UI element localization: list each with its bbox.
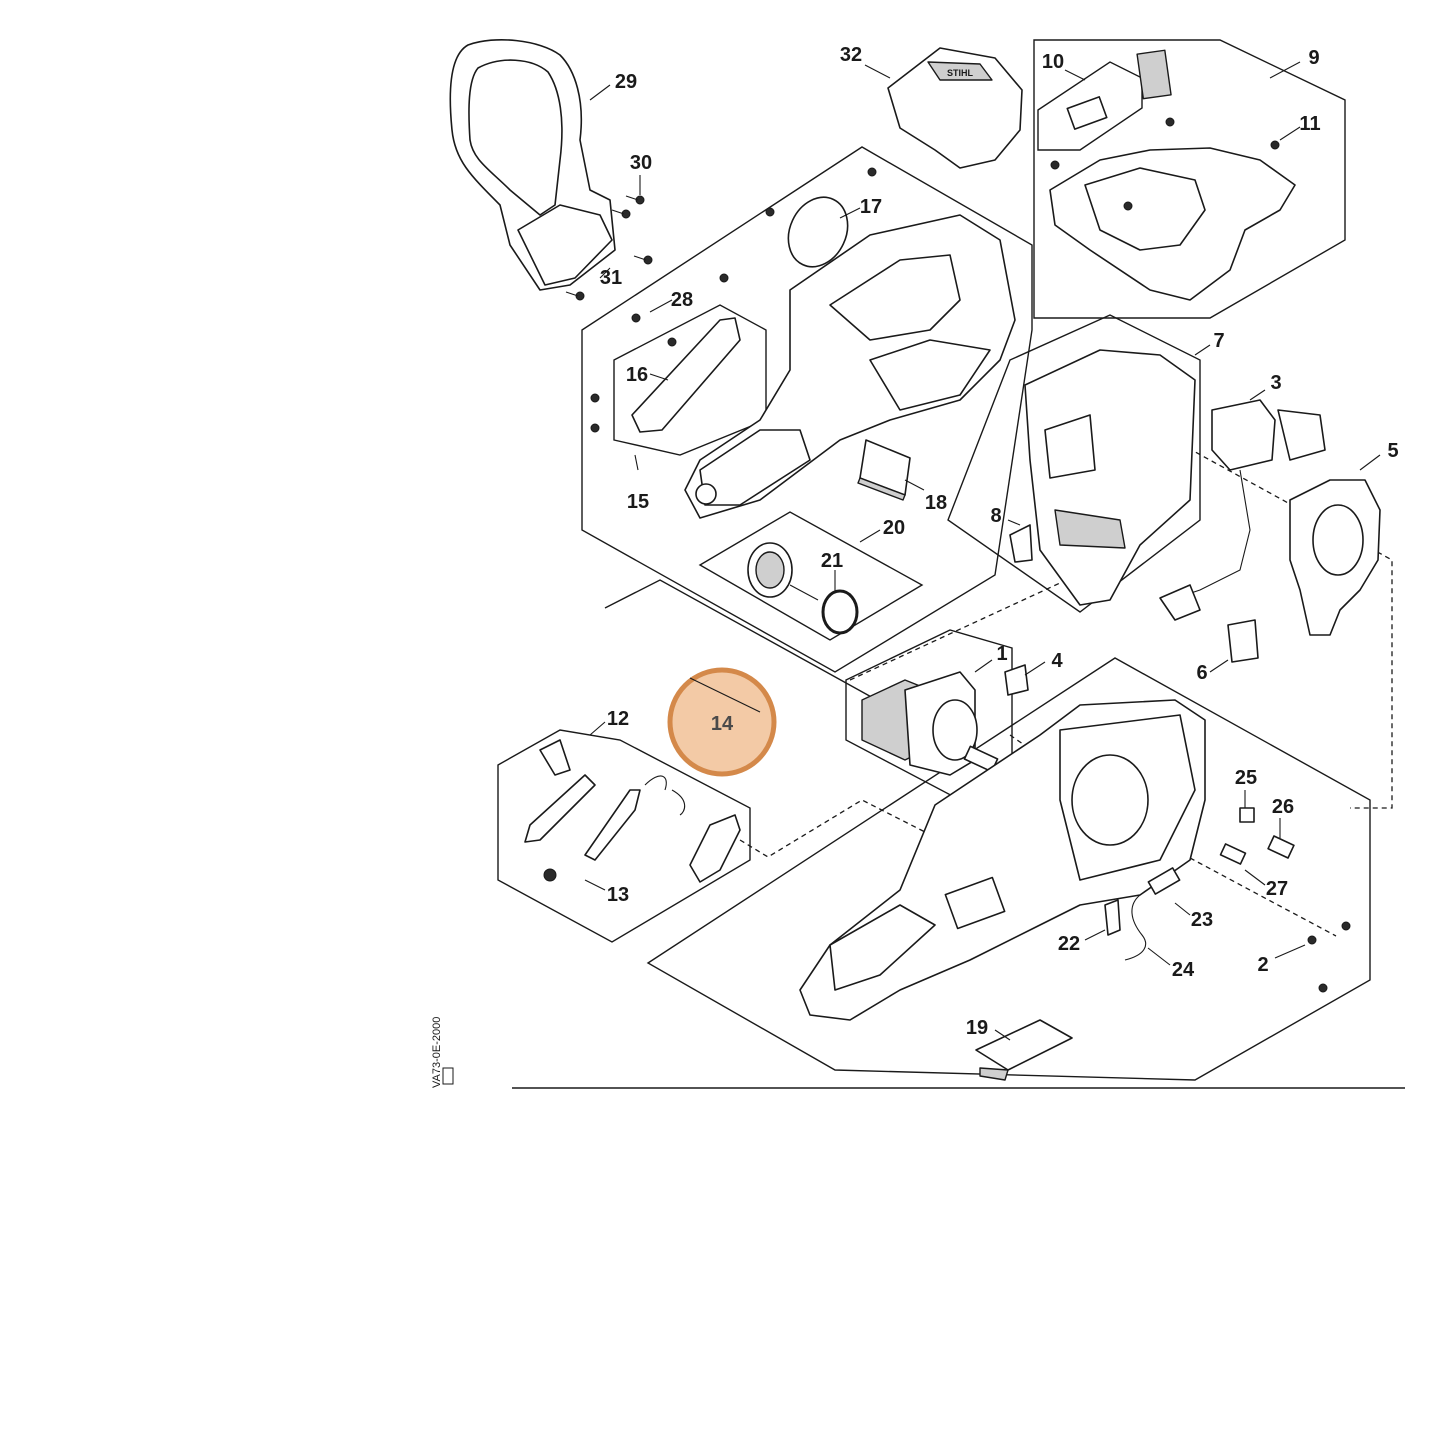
throttle-parts [524, 739, 741, 883]
cylinder-part [861, 664, 1029, 776]
callout-30: 30 [630, 152, 652, 174]
callout-28: 28 [671, 289, 693, 311]
leader-lines [584, 61, 1381, 1041]
oil-pump-part [747, 542, 859, 635]
highlight-circle[interactable] [667, 667, 777, 777]
warning-label-part [857, 439, 911, 501]
callout-1: 1 [996, 643, 1007, 665]
ignition-module-part [1159, 399, 1326, 663]
engine-housing-part [684, 196, 1016, 519]
group-frame-9 [1033, 39, 1346, 319]
shroud-part [1009, 349, 1196, 606]
callout-17: 17 [860, 196, 882, 218]
bolt-parts [1219, 807, 1351, 993]
callout-10: 10 [1042, 51, 1064, 73]
callout-32: 32 [840, 44, 862, 66]
screws-11 [1050, 117, 1280, 211]
highlight-marker-14[interactable]: 14 [667, 667, 777, 777]
callout-22: 22 [1058, 933, 1080, 955]
callout-27: 27 [1266, 878, 1288, 900]
callout-13: 13 [607, 884, 629, 906]
group-frame-12 [497, 729, 751, 943]
group-frame-10 [1037, 61, 1143, 151]
callout-24: 24 [1172, 959, 1195, 981]
callout-23: 23 [1191, 909, 1213, 931]
callout-12: 12 [607, 708, 629, 730]
callout-11: 11 [1299, 113, 1320, 135]
callout-19: 19 [966, 1017, 988, 1039]
drawing-code-box [442, 1067, 454, 1085]
group-frame-7 [947, 314, 1201, 613]
dash-link-12 [739, 799, 926, 858]
filter-label-part [975, 1019, 1073, 1081]
callout-18: 18 [925, 492, 947, 514]
callout-25: 25 [1235, 767, 1257, 789]
highlight-leader [689, 677, 761, 713]
group-frame-20 [698, 511, 924, 641]
dash-link-mid [849, 582, 1061, 681]
side-cover-part [631, 317, 741, 433]
hose-parts [1104, 867, 1181, 961]
crankcase-part [799, 699, 1206, 1021]
top-cover-part: STIHL [887, 47, 1023, 169]
dash-link-bolts [1189, 857, 1337, 937]
screws-30 [565, 195, 653, 301]
callout-26: 26 [1272, 796, 1294, 818]
starter-cover-part [1289, 479, 1381, 636]
callout-2: 2 [1257, 954, 1268, 976]
callout-9: 9 [1308, 47, 1319, 69]
callout-8: 8 [990, 505, 1001, 527]
group-frame-15 [581, 146, 1033, 673]
screws-15 [590, 167, 877, 433]
callout-labels: 1 2 3 4 5 6 7 8 9 10 11 12 13 15 16 17 1… [600, 44, 1399, 1039]
callout-6: 6 [1196, 662, 1207, 684]
callout-16: 16 [626, 364, 648, 386]
callout-29: 29 [615, 71, 637, 93]
group-frame-divider [604, 579, 941, 736]
front-handle-part [449, 39, 616, 291]
callout-31: 31 [600, 267, 622, 289]
group-frame-crankcase [646, 657, 1371, 1081]
logo-text: STIHL [947, 68, 974, 78]
callout-15: 15 [627, 491, 649, 513]
callout-3: 3 [1270, 372, 1281, 394]
handle-housing-part [1049, 49, 1296, 301]
callout-7: 7 [1213, 330, 1224, 352]
callout-21: 21 [821, 550, 843, 572]
callout-4: 4 [1051, 650, 1063, 672]
o-ring-part [821, 589, 859, 635]
callout-20: 20 [883, 517, 905, 539]
callout-5: 5 [1387, 440, 1398, 462]
drawing-code: VA73-0E-2000 [431, 1017, 443, 1088]
callout-14[interactable]: 14 [711, 713, 734, 735]
